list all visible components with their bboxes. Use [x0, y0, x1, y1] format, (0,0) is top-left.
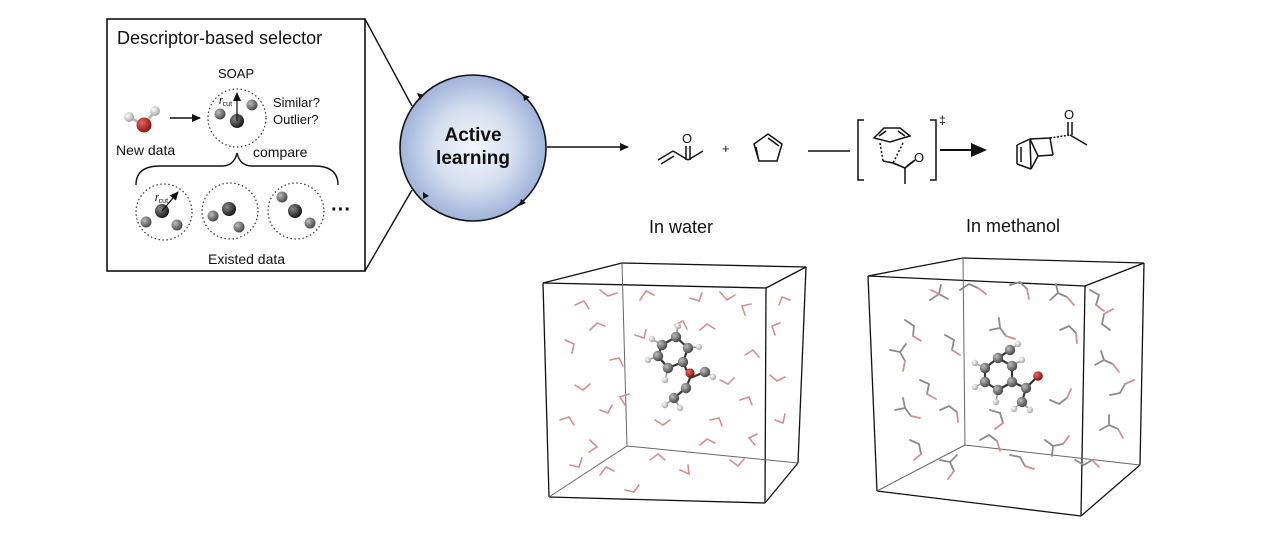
selector-panel: Descriptor-based selector New data SOAP …	[106, 18, 366, 272]
mvk-oxygen: O	[682, 131, 692, 146]
water-simulation-box	[542, 262, 807, 504]
water-solute-molecule	[644, 322, 717, 412]
existed-neighborhood-1	[135, 183, 193, 241]
methanol-solute-molecule	[971, 340, 1043, 414]
ts-double-dagger: ‡	[939, 113, 946, 127]
methanol-box-frame	[867, 257, 1145, 517]
ts-bracket-left	[857, 119, 864, 181]
outlier-label: Outlier?	[273, 112, 319, 127]
reaction-scheme: O + ‡ O	[657, 107, 1088, 184]
water-solvent-molecules	[559, 289, 791, 493]
new-data-label: New data	[116, 142, 175, 158]
compare-brace	[135, 152, 339, 186]
active-learning-node: Active learning	[399, 74, 547, 222]
cyclopentadiene-structure	[753, 133, 783, 162]
rcut-label-existed: rcut	[155, 192, 168, 205]
selector-title: Descriptor-based selector	[117, 28, 322, 48]
norbornene-product-structure	[1016, 122, 1088, 170]
ellipsis-label: ···	[331, 199, 351, 221]
methanol-simulation-box	[867, 257, 1145, 517]
ts-bracket-right	[930, 119, 937, 181]
zoom-line-top	[364, 18, 413, 107]
similar-label: Similar?	[273, 95, 320, 110]
soap-label: SOAP	[218, 66, 254, 81]
active-learning-line2: learning	[436, 148, 510, 169]
transition-state-structure	[872, 127, 916, 184]
water-box-frame	[542, 262, 807, 504]
product-oxygen: O	[1064, 107, 1074, 122]
methanol-solvent-molecules	[889, 280, 1135, 480]
existed-neighborhood-3	[267, 182, 325, 240]
zoom-line-bottom	[364, 189, 413, 272]
methanol-box-title: In methanol	[966, 216, 1060, 236]
existed-neighborhood-2	[201, 182, 259, 240]
rcut-label: rcut	[219, 95, 232, 108]
compare-label: compare	[253, 144, 308, 160]
existed-data-label: Existed data	[208, 251, 285, 267]
ts-oxygen: O	[914, 150, 924, 165]
water-molecule-icon	[124, 106, 160, 133]
active-learning-line1: Active	[444, 125, 501, 146]
water-box-title: In water	[649, 217, 713, 237]
methyl-vinyl-ketone-structure	[657, 146, 704, 165]
soap-neighborhood	[207, 88, 267, 148]
plus-sign: +	[722, 141, 730, 156]
